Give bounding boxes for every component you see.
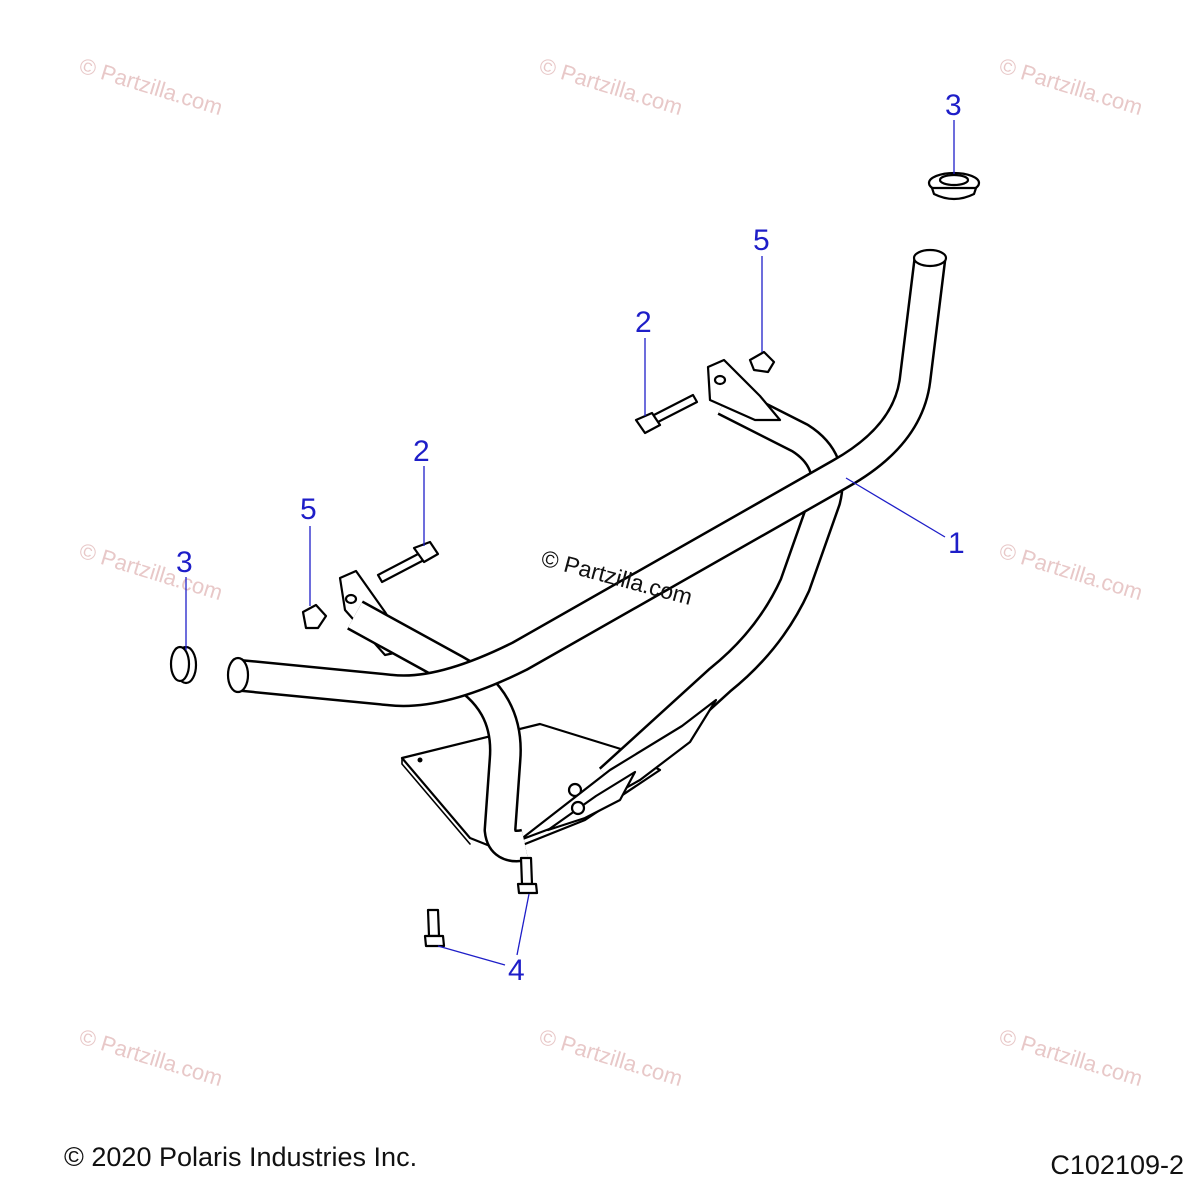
rear-support-tube [598, 385, 844, 793]
end-cap-right [927, 171, 981, 201]
bolt-left [376, 540, 440, 584]
tube-end-right [912, 248, 948, 268]
callout-2-left: 2 [413, 435, 430, 468]
callout-5-left: 5 [300, 493, 317, 526]
end-cap-left [169, 645, 198, 685]
callout-1: 1 [948, 527, 965, 560]
diagram-code: C102109-2 [1050, 1150, 1184, 1180]
gusset-plate [518, 698, 718, 842]
watermark: © Partzilla.com [77, 1024, 226, 1091]
skid-plate [400, 722, 662, 854]
bolt-lower-1 [516, 856, 539, 895]
nut-left [301, 603, 328, 630]
callout-3-left: 3 [176, 546, 193, 579]
watermark: © Partzilla.com [77, 538, 226, 605]
callout-3-right: 3 [945, 89, 962, 122]
watermark: © Partzilla.com [997, 1024, 1146, 1091]
bumper-tube [226, 248, 948, 708]
callout-5-right: 5 [753, 224, 770, 257]
nut-right [748, 350, 776, 374]
callout-4: 4 [508, 954, 525, 987]
watermark: © Partzilla.com [537, 53, 686, 120]
bolt-lower-2 [423, 908, 446, 948]
tube-end-left [226, 656, 250, 694]
right-mount-tab [706, 358, 782, 422]
watermark: © Partzilla.com [77, 53, 226, 120]
copyright-notice: © 2020 Polaris Industries Inc. [64, 1142, 418, 1172]
leader-lines [185, 120, 955, 966]
watermark: © Partzilla.com [537, 1024, 686, 1091]
bolt-right [634, 393, 699, 435]
watermark: © Partzilla.com [997, 53, 1146, 120]
watermark: © Partzilla.com [997, 538, 1146, 605]
callout-2-right: 2 [635, 306, 652, 339]
